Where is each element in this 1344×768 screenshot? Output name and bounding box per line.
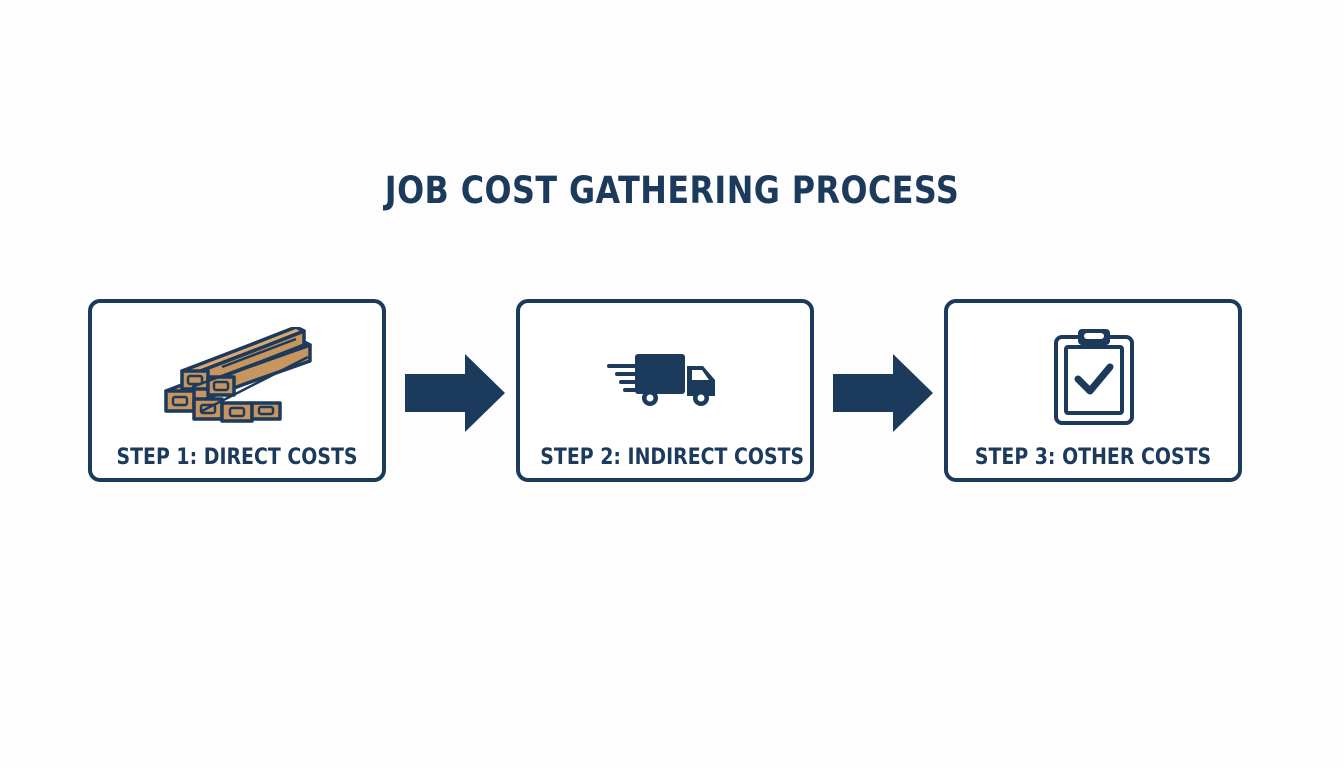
clipboard-check-icon (948, 327, 1238, 427)
step-2-label: STEP 2: INDIRECT COSTS (540, 445, 805, 470)
step-2-box: STEP 2: INDIRECT COSTS (516, 299, 814, 482)
delivery-truck-icon (520, 327, 810, 427)
step-1-label: STEP 1: DIRECT COSTS (116, 445, 358, 470)
arrow-right-icon (833, 354, 933, 432)
step-3-label: STEP 3: OTHER COSTS (974, 445, 1212, 470)
step-3-box: STEP 3: OTHER COSTS (944, 299, 1242, 482)
lumber-stack-icon (92, 327, 382, 427)
diagram-title: JOB COST GATHERING PROCESS (384, 169, 960, 212)
arrow-right-icon (405, 354, 505, 432)
step-1-box: STEP 1: DIRECT COSTS (88, 299, 386, 482)
